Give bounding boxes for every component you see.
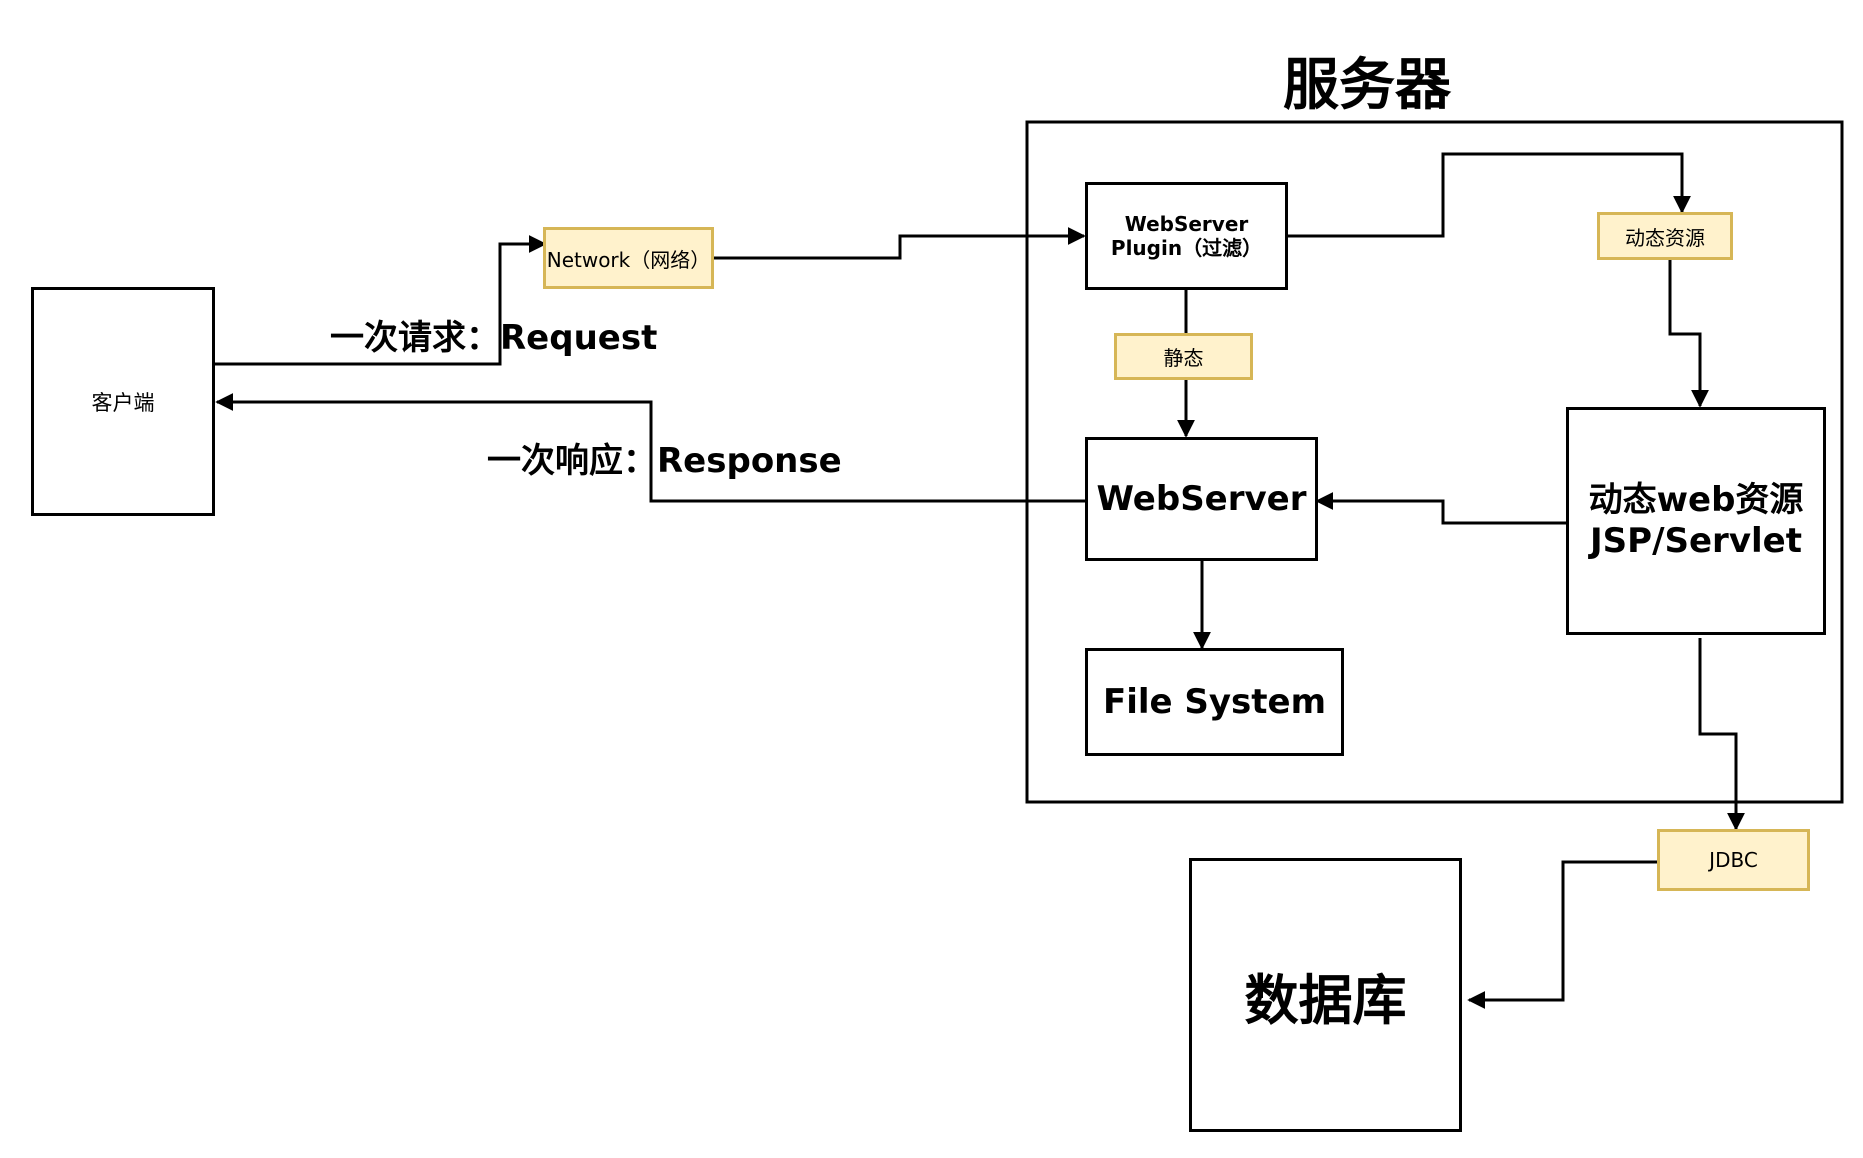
network-tag: Network（网络） bbox=[543, 227, 714, 289]
dynamic-web-box: 动态web资源 JSP/Servlet bbox=[1566, 407, 1826, 635]
jdbc-to-database-connector bbox=[1467, 860, 1662, 1009]
dynamic-to-servlet-connector bbox=[1668, 260, 1709, 408]
network-to-plugin-connector bbox=[713, 227, 1086, 260]
webserver-box: WebServer bbox=[1085, 437, 1318, 561]
webserver-label: WebServer bbox=[1096, 479, 1307, 519]
filesystem-box: File System bbox=[1085, 648, 1344, 756]
filesystem-label: File System bbox=[1102, 682, 1327, 722]
jdbc-tag: JDBC bbox=[1657, 829, 1810, 891]
dynamic-web-label-line1: 动态web资源 bbox=[1588, 480, 1804, 521]
request-connector bbox=[213, 235, 547, 366]
servlet-to-webserver-connector bbox=[1315, 492, 1572, 525]
static-tag: 静态 bbox=[1114, 333, 1253, 380]
plugin-to-dynamic-connector bbox=[1286, 152, 1691, 238]
dynamic-resource-tag: 动态资源 bbox=[1597, 212, 1733, 260]
dynamic-web-label-line2: JSP/Servlet bbox=[1590, 521, 1802, 561]
request-label: 一次请求：Request bbox=[330, 318, 658, 358]
webserver-plugin-box: WebServer Plugin（过滤） bbox=[1085, 182, 1288, 290]
client-label: 客户端 bbox=[91, 390, 155, 415]
database-box: 数据库 bbox=[1189, 858, 1462, 1132]
servlet-to-jdbc-connector bbox=[1698, 638, 1745, 831]
plugin-label-line1: WebServer bbox=[1124, 212, 1249, 236]
plugin-label-line2: Plugin（过滤） bbox=[1110, 236, 1263, 260]
server-title: 服务器 bbox=[1283, 53, 1451, 118]
server-container bbox=[1025, 120, 1844, 804]
client-box: 客户端 bbox=[31, 287, 215, 516]
database-label: 数据库 bbox=[1244, 968, 1407, 1032]
response-connector bbox=[215, 393, 1089, 503]
response-label: 一次响应：Response bbox=[487, 441, 842, 481]
